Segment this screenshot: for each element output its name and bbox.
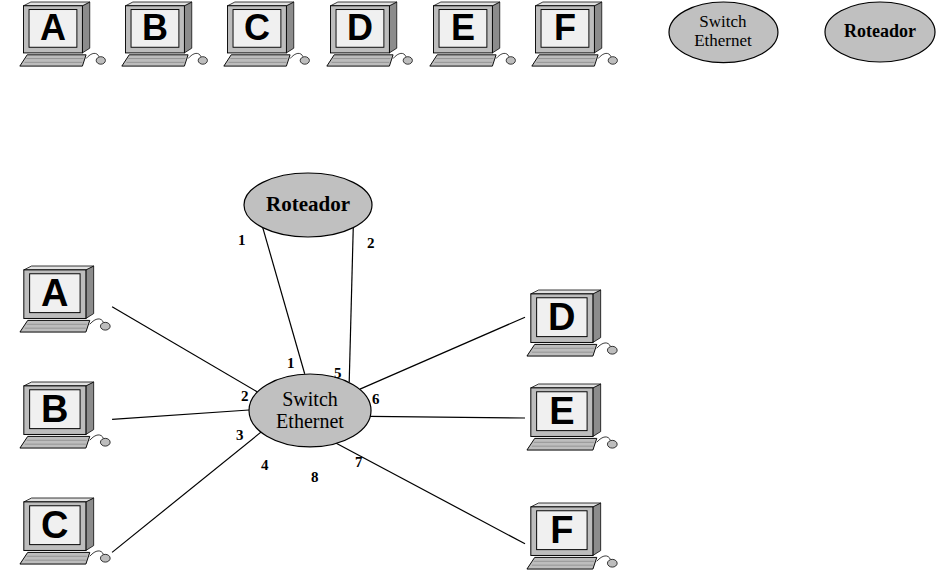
ellipse-shape — [244, 173, 372, 237]
computer-letter: E — [439, 9, 487, 47]
computer-drawing — [525, 503, 622, 571]
computer-letter: D — [336, 9, 384, 47]
computer-letter: F — [537, 510, 587, 549]
network-cable — [360, 317, 525, 389]
network-cable — [112, 410, 249, 419]
computer-letter: A — [29, 9, 77, 47]
computer-icon: B — [18, 382, 115, 450]
port-number: 1 — [287, 356, 295, 371]
computer-letter: C — [233, 9, 281, 47]
port-number: 7 — [355, 455, 363, 470]
port-number: 2 — [241, 389, 249, 404]
computer-letter: B — [30, 389, 80, 428]
network-cable — [112, 307, 257, 392]
network-cable — [370, 416, 525, 418]
ellipse-shape — [669, 2, 778, 63]
device-name: Roteador — [844, 22, 916, 42]
device-ellipse: Roteador — [824, 1, 936, 63]
computer-icon: B — [120, 2, 212, 68]
computer-drawing — [530, 2, 622, 68]
computer-letter: C — [30, 505, 80, 544]
network-cable — [349, 228, 353, 382]
device-ellipse: Switch Ethernet — [248, 373, 372, 448]
computer-icon: E — [525, 384, 622, 452]
device-ellipse: Roteador — [243, 172, 373, 238]
computer-icon: F — [530, 2, 622, 68]
port-number: 1 — [238, 233, 246, 248]
device-name: Switch Ethernet — [685, 13, 761, 50]
network-cable — [112, 432, 261, 552]
port-number: 2 — [367, 236, 375, 251]
device-name: Switch Ethernet — [267, 388, 353, 432]
computer-icon: F — [525, 503, 622, 571]
port-number: 5 — [334, 366, 342, 381]
network-cable — [336, 443, 525, 544]
ellipse-shape — [249, 374, 371, 447]
computer-icon: D — [525, 290, 622, 358]
port-number: 8 — [311, 470, 319, 485]
computer-icon: C — [222, 2, 314, 68]
device-name: Roteador — [266, 193, 350, 216]
network-cable — [263, 228, 305, 374]
computer-letter: F — [541, 9, 589, 47]
computer-letter: B — [131, 9, 179, 47]
device-ellipse: Switch Ethernet — [668, 1, 779, 64]
computer-icon: A — [18, 2, 110, 68]
computer-icon: E — [428, 2, 520, 68]
computer-icon: C — [18, 498, 115, 566]
computer-icon: A — [18, 266, 115, 334]
ellipse-shape — [825, 2, 935, 62]
port-number: 6 — [372, 392, 380, 407]
computer-letter: E — [537, 391, 587, 430]
port-number: 4 — [261, 458, 269, 473]
computer-icon: D — [325, 2, 417, 68]
computer-letter: A — [30, 273, 80, 312]
port-number: 3 — [236, 428, 244, 443]
computer-letter: D — [537, 297, 587, 336]
